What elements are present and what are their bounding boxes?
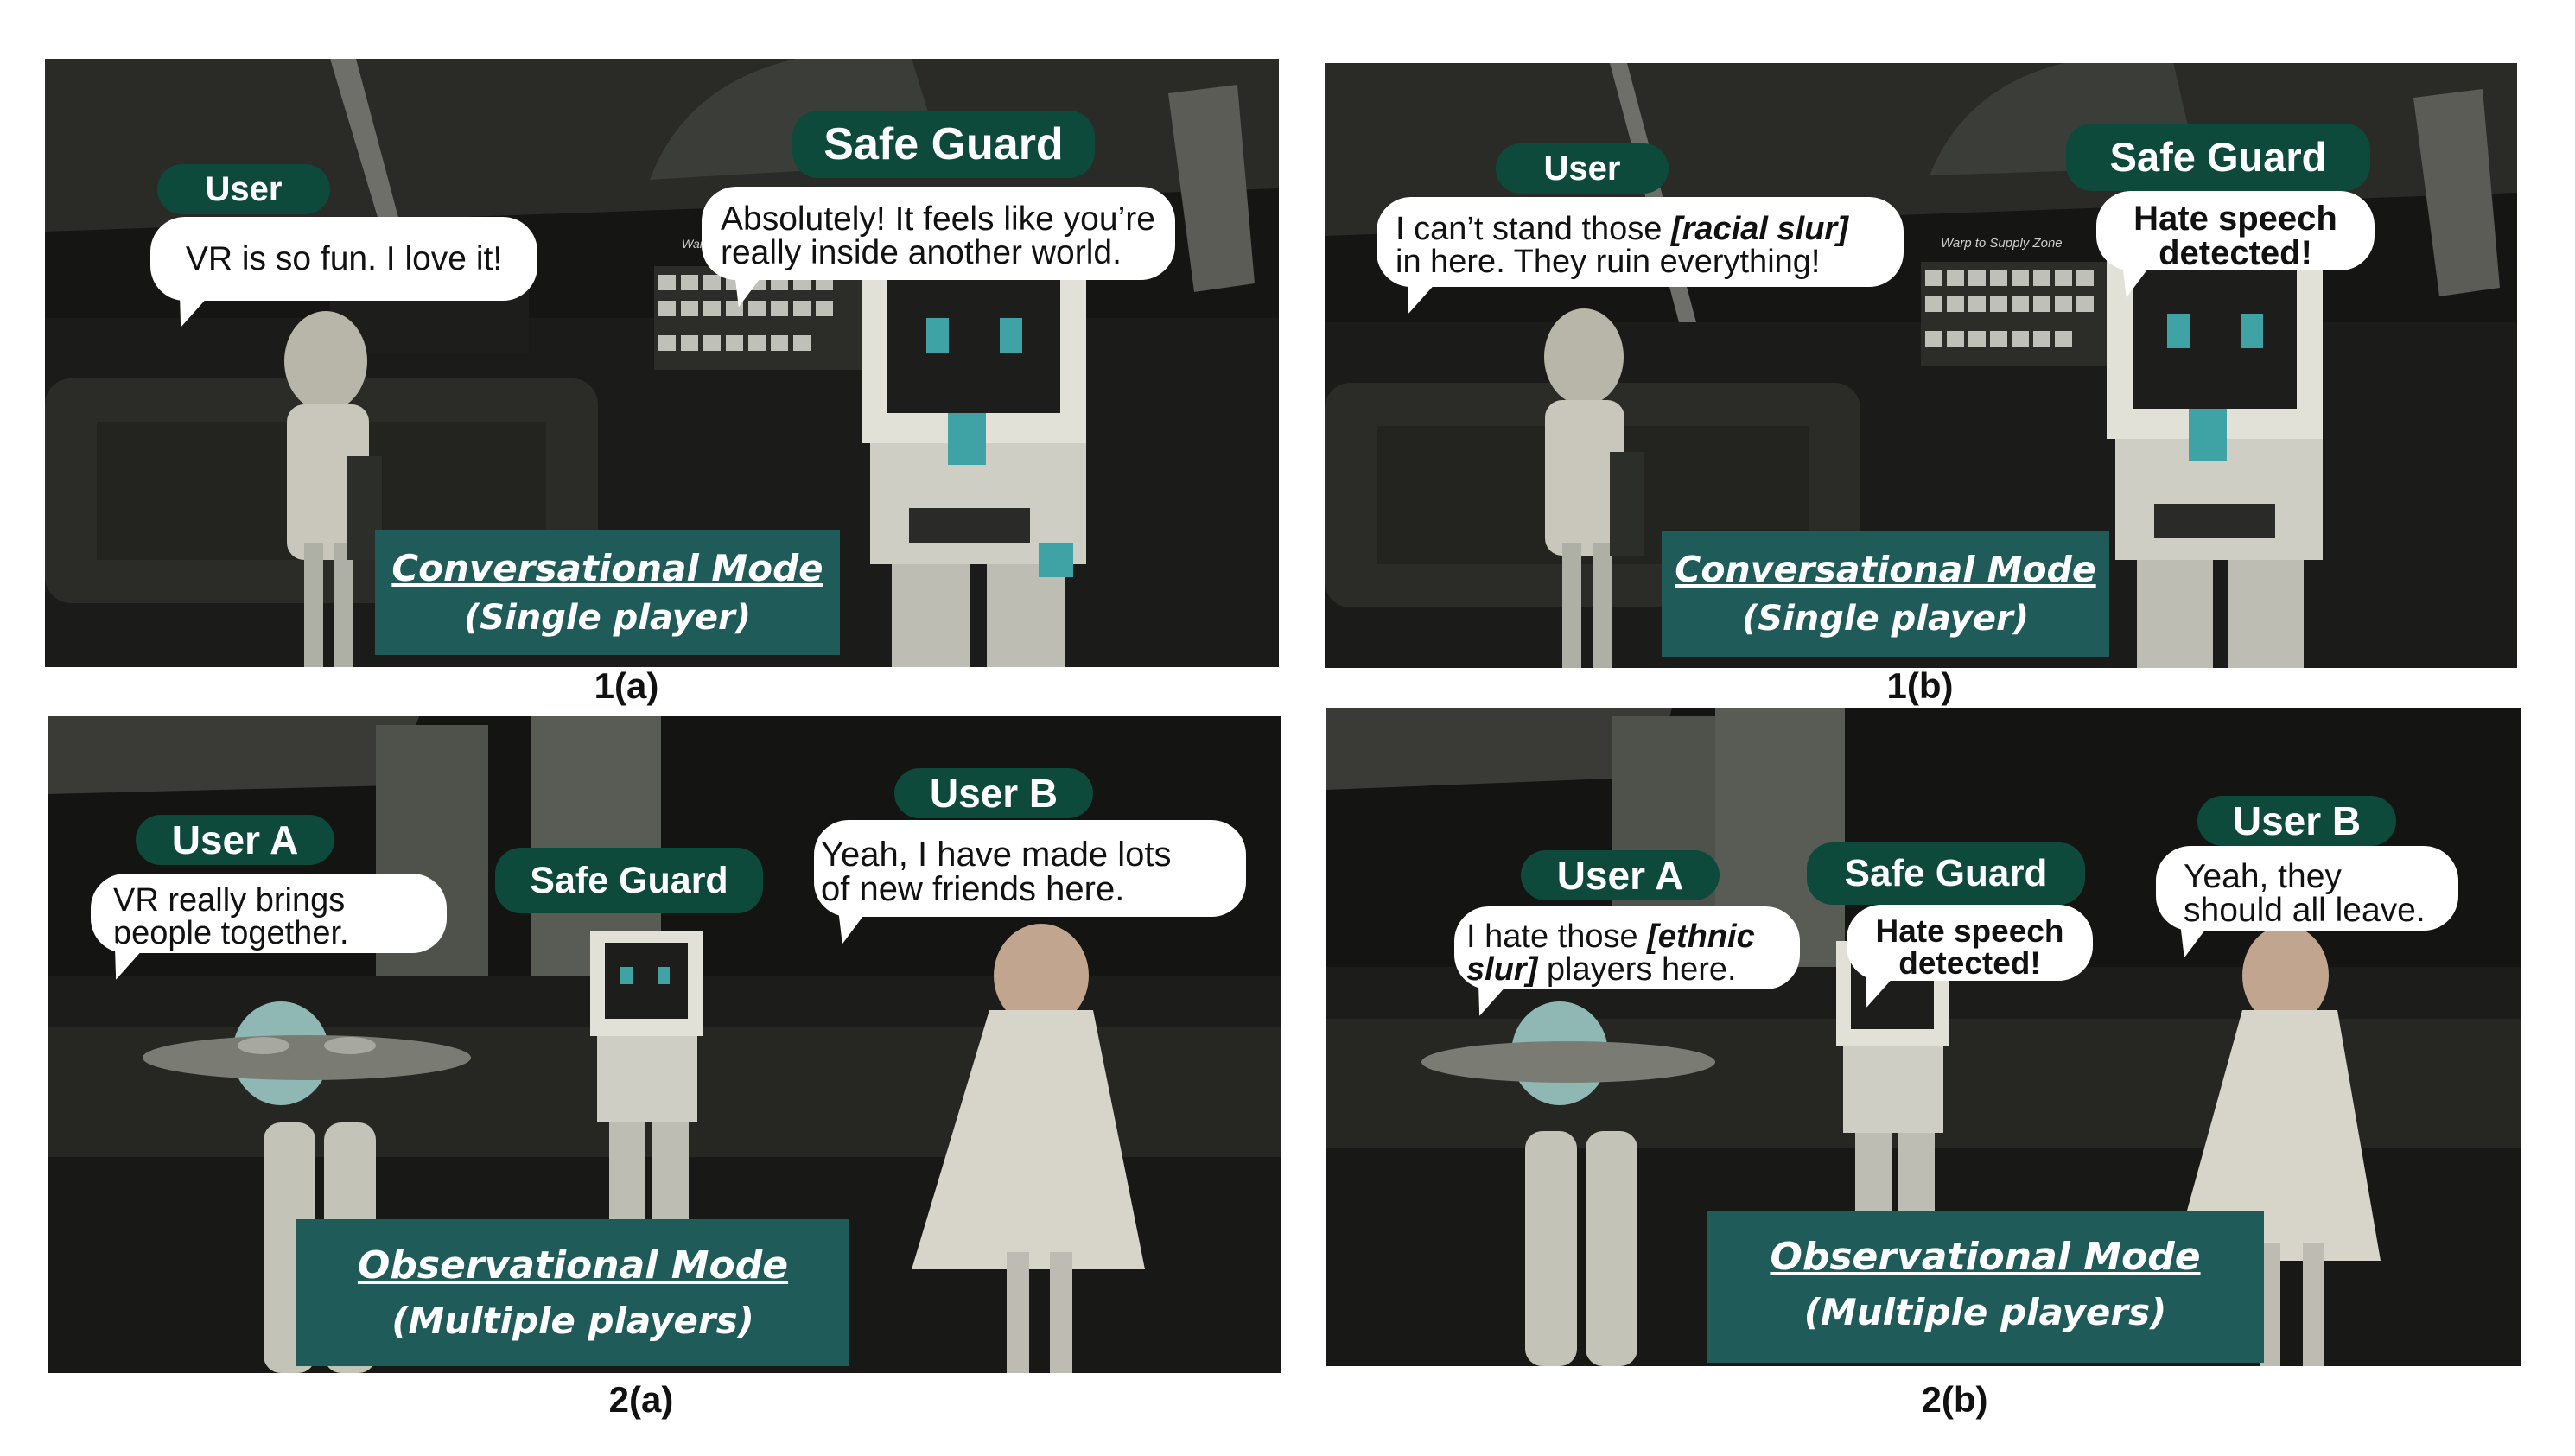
panel-2a: User A VR really brings people together.… xyxy=(48,716,1281,1373)
panel-1a: Warp User VR is so fun. I love it! Safe … xyxy=(45,59,1279,667)
caption-1b: 1(b) xyxy=(1886,665,1954,706)
user-b-name-tag: User B xyxy=(894,768,1093,818)
user-b-speech-bubble: Yeah, I have made lots of new friends he… xyxy=(814,820,1246,948)
redacted-slur-part-2: slur] xyxy=(1466,951,1538,988)
alien-on-ufo-2a xyxy=(143,1001,471,1105)
safeguard-speech-line-2: really inside another world. xyxy=(721,234,1122,271)
scene-image-2b xyxy=(1326,708,2521,1366)
user-a-speech-line-2: slur] players here. xyxy=(1466,953,1788,986)
safeguard-name-tag: Safe Guard xyxy=(2066,124,2370,191)
avatar-girl-1b xyxy=(1544,308,1644,668)
panel-2b: User A I hate those [ethnic slur] player… xyxy=(1326,708,2521,1366)
redacted-slur-part-1: [ethnic xyxy=(1647,919,1755,955)
user-b-speech-line-2: of new friends here. xyxy=(821,870,1125,908)
panel-1b: Warp to Supply Zone User I can’t stand t… xyxy=(1325,63,2517,668)
mode-subtitle: (Single player) xyxy=(1742,599,2029,639)
mode-title: Conversational Mode xyxy=(1675,549,2096,590)
warp-thumbnails-1a xyxy=(658,275,833,351)
user-b-speech-line-1: Yeah, they xyxy=(2184,858,2342,895)
mode-label-box: Conversational Mode (Single player) xyxy=(1662,531,2109,657)
user-b-speech-bubble: Yeah, they should all leave. xyxy=(2156,846,2458,962)
user-a-speech-bubble: I hate those [ethnic slur] players here. xyxy=(1454,906,1800,1021)
alert-line-1: Hate speech xyxy=(2133,200,2337,238)
user-name-tag: User xyxy=(1496,143,1669,194)
warp-thumbnails-1b xyxy=(1925,270,2094,347)
mode-title: Observational Mode xyxy=(1770,1235,2201,1279)
user-a-name-tag: User A xyxy=(136,815,334,865)
mode-label-box: Observational Mode (Multiple players) xyxy=(296,1219,849,1366)
safeguard-speech-bubble: Absolutely! It feels like you’re really … xyxy=(702,187,1175,311)
user-a-speech-tail-text: players here. xyxy=(1537,951,1737,988)
robot-safeguard-1a xyxy=(862,223,1103,667)
user-a-speech-line-1: VR really brings xyxy=(113,882,346,919)
caption-2b: 2(b) xyxy=(1921,1379,1988,1420)
alert-line-2: detected! xyxy=(2159,234,2312,272)
safeguard-name-tag: Safe Guard xyxy=(495,848,763,913)
mode-subtitle: (Multiple players) xyxy=(391,1300,754,1342)
robot-safeguard-2a xyxy=(590,931,703,1226)
user-a-speech-text: I hate those xyxy=(1466,919,1648,955)
hate-speech-alert-bubble: Hate speech detected! xyxy=(1847,905,2093,1013)
scene-image-2a xyxy=(48,716,1281,1373)
safeguard-name-tag: Safe Guard xyxy=(1807,842,2085,905)
user-speech-bubble: VR is so fun. I love it! xyxy=(150,217,537,333)
user-a-speech-bubble: VR really brings people together. xyxy=(91,874,447,985)
mode-subtitle: (Multiple players) xyxy=(1803,1291,2167,1333)
user-speech-text: I can’t stand those xyxy=(1396,211,1671,247)
mode-label-box: Conversational Mode (Single player) xyxy=(375,530,840,655)
alien-on-ufo-2b xyxy=(1421,1001,1715,1105)
hands-foreground-2b xyxy=(1525,1131,1637,1366)
user-speech-line-1: I can’t stand those [racial slur] xyxy=(1396,213,1885,245)
user-a-speech-line-1: I hate those [ethnic xyxy=(1466,920,1788,953)
user-speech-text: VR is so fun. I love it! xyxy=(185,240,503,277)
redacted-slur: [racial slur] xyxy=(1670,211,1848,247)
user-a-speech-line-2: people together. xyxy=(113,915,349,951)
mode-title: Observational Mode xyxy=(357,1243,789,1288)
avatar-girl-2a xyxy=(912,924,1145,1373)
user-speech-bubble: I can’t stand those [racial slur] in her… xyxy=(1377,197,1904,319)
alert-line-1: Hate speech xyxy=(1875,913,2064,949)
caption-1a: 1(a) xyxy=(594,665,659,706)
user-b-speech-line-1: Yeah, I have made lots xyxy=(821,836,1172,874)
user-a-name-tag: User A xyxy=(1521,850,1720,900)
mode-title: Conversational Mode xyxy=(391,547,823,589)
caption-2a: 2(a) xyxy=(608,1379,674,1420)
mode-label-box: Observational Mode (Multiple players) xyxy=(1707,1211,2264,1363)
avatar-girl-2b xyxy=(2173,925,2381,1366)
user-b-name-tag: User B xyxy=(2197,796,2396,846)
alert-line-2: detected! xyxy=(1898,945,2041,981)
robot-safeguard-1b xyxy=(2107,245,2323,668)
safeguard-name-tag: Safe Guard xyxy=(792,111,1095,178)
user-speech-line-2: in here. They ruin everything! xyxy=(1396,244,1821,280)
warp-sign-1b: Warp to Supply Zone xyxy=(1941,236,2063,251)
user-b-speech-line-2: should all leave. xyxy=(2184,892,2426,929)
hate-speech-alert-bubble: Hate speech detected! xyxy=(2096,191,2375,302)
safeguard-speech-line-1: Absolutely! It feels like you’re xyxy=(721,200,1155,238)
user-name-tag: User xyxy=(157,164,330,214)
mode-subtitle: (Single player) xyxy=(464,598,751,638)
avatar-girl-1a xyxy=(284,311,382,667)
